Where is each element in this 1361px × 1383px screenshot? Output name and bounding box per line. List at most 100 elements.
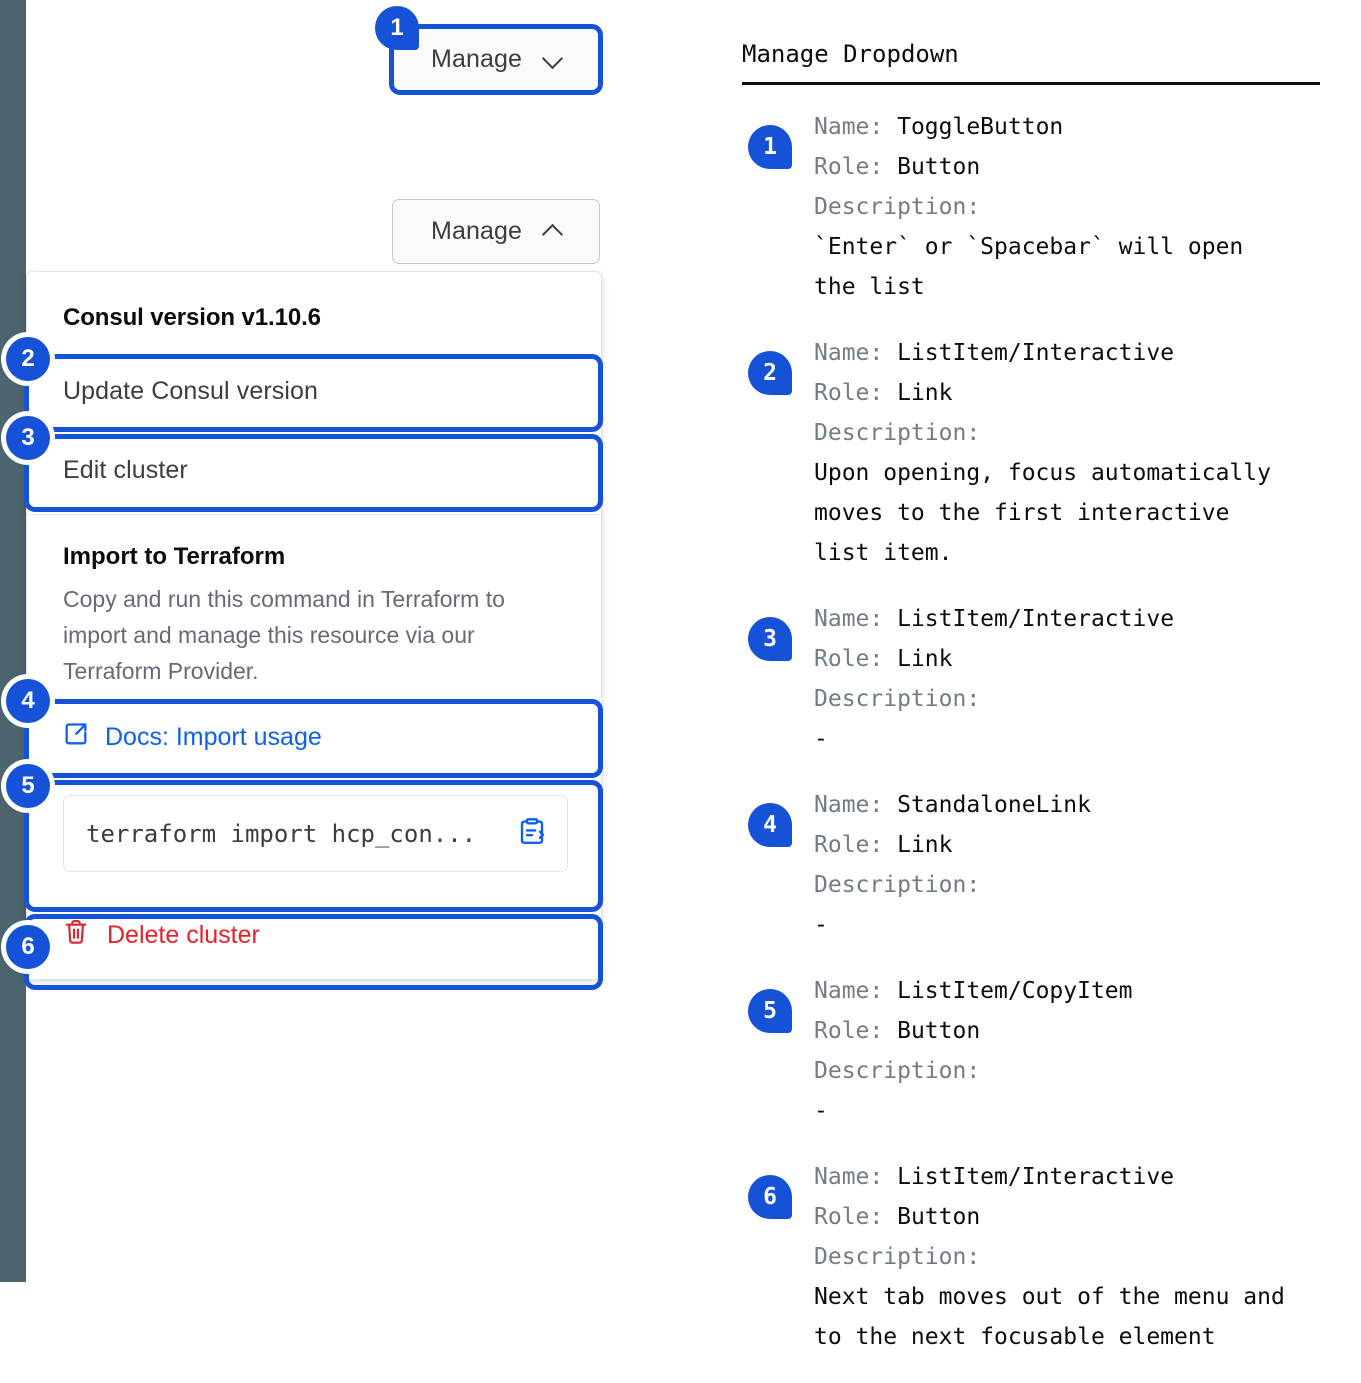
annotation-role-value: Button — [897, 1204, 981, 1230]
annotation-badge: 4 — [748, 803, 792, 847]
menu-item-delete-cluster[interactable]: Delete cluster — [27, 894, 601, 979]
annotation-role-value: Link — [897, 646, 953, 672]
delete-cluster-label: Delete cluster — [107, 921, 260, 949]
left-sidebar-rail — [0, 0, 26, 1282]
annotation-description: `Enter` or `Spacebar` will open the list — [814, 227, 1322, 307]
docs-link-label: Docs: Import usage — [105, 723, 322, 751]
annotation-name-label: Name: — [814, 340, 898, 366]
annotation-badge-column: 6 — [742, 1157, 814, 1357]
annotation-description: - — [814, 905, 1322, 945]
annotation-description-value: Upon opening, focus automatically moves … — [814, 460, 1271, 566]
marker-3: 3 — [6, 416, 50, 460]
annotation-badge-column: 1 — [742, 107, 814, 307]
manage-button-label-expanded: Manage — [431, 217, 522, 245]
annotation-badge: 1 — [748, 125, 792, 169]
manage-toggle-button-expanded[interactable]: Manage — [392, 199, 600, 264]
annotation-description-label-label: Description: — [814, 194, 981, 220]
annotation-name: Name: ListItem/CopyItem — [814, 971, 1322, 1011]
annotation-role: Role: Link — [814, 373, 1322, 413]
annotation-panel-title: Manage Dropdown — [742, 40, 959, 68]
annotation-description-value: `Enter` or `Spacebar` will open the list — [814, 234, 1244, 300]
annotation-description-label-label: Description: — [814, 420, 981, 446]
external-link-icon — [63, 721, 89, 754]
import-to-terraform-description: Copy and run this command in Terraform t… — [63, 586, 505, 684]
annotation-role-value: Button — [897, 154, 981, 180]
annotation-role-label: Role: — [814, 154, 898, 180]
manage-dropdown-panel: Consul version v1.10.6 Update Consul ver… — [26, 271, 602, 980]
annotation-badge: 2 — [748, 351, 792, 395]
annotation-name-value: StandaloneLink — [897, 792, 1091, 818]
annotation-name-label: Name: — [814, 114, 898, 140]
annotation-name-label: Name: — [814, 1164, 898, 1190]
annotation-badge-column: 3 — [742, 599, 814, 759]
annotation-name-value: ListItem/Interactive — [897, 606, 1175, 632]
manage-toggle-button-collapsed[interactable]: Manage — [392, 27, 600, 92]
trash-icon — [63, 918, 89, 953]
annotation-description-label: Description: — [814, 679, 1322, 719]
annotation-name: Name: ListItem/Interactive — [814, 1157, 1322, 1197]
annotation-description-label: Description: — [814, 187, 1322, 227]
menu-item-edit-cluster[interactable]: Edit cluster — [63, 456, 188, 484]
annotation-description: Next tab moves out of the menu and to th… — [814, 1277, 1322, 1357]
annotation-badge: 5 — [748, 989, 792, 1033]
annotation-description-value: - — [814, 1098, 828, 1124]
annotation-name-value: ListItem/CopyItem — [897, 978, 1133, 1004]
annotation-role-value: Button — [897, 1018, 981, 1044]
annotation-role: Role: Button — [814, 147, 1322, 187]
annotation-name-value: ListItem/Interactive — [897, 340, 1175, 366]
annotation-badge-column: 2 — [742, 333, 814, 573]
marker-2: 2 — [6, 337, 50, 381]
annotation-role-value: Link — [897, 832, 953, 858]
annotation-description-label: Description: — [814, 1051, 1322, 1091]
annotation-role: Role: Button — [814, 1197, 1322, 1237]
annotation-description-label-label: Description: — [814, 1244, 981, 1270]
dropdown-demo-area: Manage Manage Consul version v1.10.6 Upd… — [0, 0, 700, 1282]
annotation-badge-column: 4 — [742, 785, 814, 945]
annotation-badge-column: 5 — [742, 971, 814, 1131]
annotation-name-label: Name: — [814, 792, 898, 818]
terraform-command-row: terraform import hcp_con... — [27, 774, 601, 894]
annotation-name-label: Name: — [814, 606, 898, 632]
annotation-description-label: Description: — [814, 865, 1322, 905]
copy-clipboard-icon[interactable] — [517, 816, 547, 851]
annotation-name-label: Name: — [814, 978, 898, 1004]
annotation-role: Role: Button — [814, 1011, 1322, 1051]
terraform-command-box[interactable]: terraform import hcp_con... — [63, 795, 568, 872]
annotation-badge: 6 — [748, 1175, 792, 1219]
annotation-description: - — [814, 719, 1322, 759]
terraform-command-text: terraform import hcp_con... — [86, 819, 477, 848]
annotation-role-label: Role: — [814, 1204, 898, 1230]
annotation-badge: 3 — [748, 617, 792, 661]
annotation-description-label: Description: — [814, 1237, 1322, 1277]
annotation-description-label-label: Description: — [814, 686, 981, 712]
annotation-description: Upon opening, focus automatically moves … — [814, 453, 1322, 573]
annotation-panel-rule — [742, 82, 1320, 85]
manage-button-label: Manage — [431, 45, 522, 73]
annotation-role-value: Link — [897, 380, 953, 406]
annotation-description-label-label: Description: — [814, 872, 981, 898]
chevron-up-icon — [544, 221, 561, 238]
annotation-description: - — [814, 1091, 1322, 1131]
menu-divider — [27, 514, 601, 515]
annotation-description-value: Next tab moves out of the menu and to th… — [814, 1284, 1285, 1350]
menu-item-docs-import-usage[interactable]: Docs: Import usage — [27, 701, 601, 774]
annotation-description-label: Description: — [814, 413, 1322, 453]
menu-item-update-consul-version[interactable]: Update Consul version — [63, 377, 319, 405]
annotation-role: Role: Link — [814, 825, 1322, 865]
annotation-name: Name: StandaloneLink — [814, 785, 1322, 825]
annotation-name: Name: ListItem/Interactive — [814, 333, 1322, 373]
marker-6: 6 — [6, 925, 50, 969]
annotation-role: Role: Link — [814, 639, 1322, 679]
